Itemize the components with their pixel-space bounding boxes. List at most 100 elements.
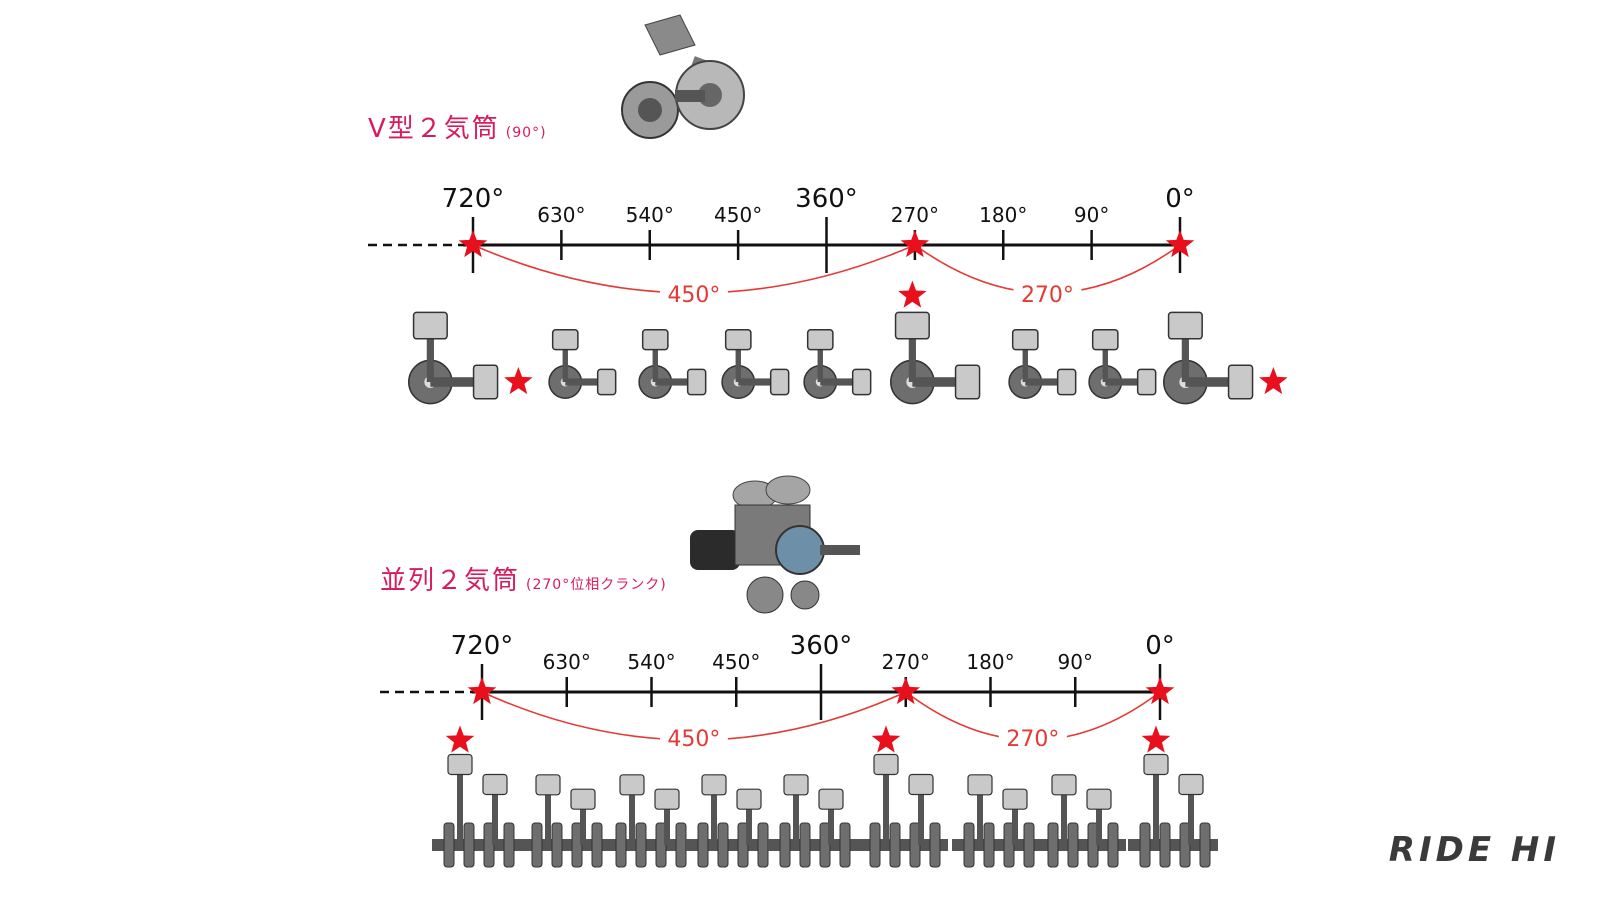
- crank-star-8: [1141, 725, 1171, 753]
- tick-label-630: 630°: [543, 650, 591, 674]
- piston-horizontal: [472, 364, 499, 400]
- firing-star-0: [1165, 230, 1195, 258]
- connecting-rod: [1153, 772, 1159, 845]
- v-twin-crank-4: [803, 329, 872, 399]
- connecting-rod: [1012, 807, 1018, 845]
- tick-label-630: 630°: [537, 203, 585, 227]
- tick-label-0: 0°: [1165, 184, 1195, 214]
- rod-horizontal: [912, 377, 958, 387]
- v-twin-title: V型２気筒(90°): [368, 108, 547, 145]
- crank-web: [635, 822, 647, 868]
- piston: [447, 753, 473, 776]
- crank-web: [1023, 822, 1035, 868]
- tick-label-270: 270°: [882, 650, 930, 674]
- firing-star-270: [900, 230, 930, 258]
- crank-web: [1159, 822, 1171, 868]
- rod-vertical: [1102, 347, 1108, 382]
- crank-web: [983, 822, 995, 868]
- firing-star-720: [467, 677, 497, 705]
- parallel-twin-subtitle: (270°位相クランク): [526, 577, 667, 593]
- parallel-twin-crank-3: [686, 774, 776, 868]
- connecting-rod: [883, 772, 889, 845]
- piston-horizontal: [1227, 364, 1254, 400]
- crank-web: [839, 822, 851, 868]
- rod-horizontal: [565, 378, 600, 386]
- parallel-twin-crank-5: [858, 753, 948, 868]
- tick-label-90: 90°: [1058, 650, 1093, 674]
- v-twin-crank-0: [408, 311, 499, 405]
- crank-row-v-twin: [408, 280, 1288, 405]
- tick-label-270: 270°: [891, 203, 939, 227]
- piston-vertical: [1091, 329, 1119, 351]
- interval-label-0: 450°: [667, 727, 720, 752]
- crank-star-5: [898, 280, 927, 308]
- piston: [701, 774, 727, 796]
- crank-web: [929, 822, 941, 868]
- crank-web: [675, 822, 687, 868]
- crank-web: [551, 822, 563, 868]
- gear-hub: [638, 98, 662, 122]
- v-twin-crank-5: [890, 311, 981, 405]
- tick-label-720: 720°: [451, 631, 514, 661]
- v-twin-crank-1: [548, 329, 617, 399]
- housing: [690, 530, 740, 570]
- parallel-twin-title-text: 並列２気筒: [380, 566, 521, 596]
- connecting-rod: [793, 792, 799, 845]
- parallel-twin-crank-2: [604, 774, 694, 868]
- crank-web: [889, 822, 901, 868]
- connecting-rod: [711, 792, 717, 845]
- connecting-rod: [492, 792, 498, 845]
- crank-web: [1139, 822, 1151, 868]
- piston-horizontal: [596, 368, 617, 396]
- rod-vertical: [562, 347, 568, 382]
- tick-label-450: 450°: [712, 650, 760, 674]
- tick-label-360: 360°: [790, 631, 853, 661]
- crank-web: [799, 822, 811, 868]
- piston-vertical: [1011, 329, 1039, 351]
- crank-web: [869, 822, 881, 868]
- firing-star-0: [1145, 677, 1175, 705]
- piston: [535, 774, 561, 796]
- crank-star-0: [445, 725, 475, 753]
- piston-horizontal: [686, 368, 707, 396]
- firing-star-270: [891, 677, 920, 705]
- connecting-rod: [1096, 807, 1102, 845]
- timeline-parallel-twin: 720°630°540°450°360°270°180°90°0°450°270…: [380, 631, 1175, 752]
- tick-label-180: 180°: [966, 650, 1014, 674]
- piston-horizontal: [1056, 368, 1077, 396]
- piston: [1051, 774, 1077, 796]
- interval-label-0: 450°: [667, 283, 720, 308]
- rod-vertical: [426, 336, 434, 382]
- crank-web: [1107, 822, 1119, 868]
- piston: [482, 773, 508, 796]
- rod-horizontal: [1025, 378, 1060, 386]
- piston-top: [644, 14, 696, 56]
- crank-web: [503, 822, 515, 868]
- crank-web: [757, 822, 769, 868]
- lower-gear-2: [790, 580, 820, 610]
- rod-horizontal: [820, 378, 855, 386]
- crank-web: [615, 822, 627, 868]
- parallel-twin-crank-1: [520, 774, 610, 868]
- crank-web: [697, 822, 709, 868]
- piston: [619, 774, 645, 796]
- crank-star-8: [1259, 367, 1288, 395]
- rod-vertical: [652, 347, 658, 382]
- interval-label-bg: [998, 724, 1067, 752]
- rod-horizontal: [1185, 377, 1231, 387]
- parallel-twin-crank-0: [432, 753, 522, 868]
- piston-vertical: [806, 329, 834, 351]
- piston: [1086, 788, 1112, 810]
- interval-label-bg: [659, 280, 728, 308]
- piston-vertical: [1167, 311, 1203, 340]
- connecting-rod: [746, 807, 752, 845]
- rod-vertical: [908, 336, 916, 382]
- piston-horizontal: [954, 364, 981, 400]
- interval-label-bg: [1013, 280, 1082, 308]
- piston-vertical: [724, 329, 752, 351]
- interval-label-1: 270°: [1006, 727, 1059, 752]
- piston: [736, 788, 762, 810]
- v-twin-crank-8: [1163, 311, 1254, 405]
